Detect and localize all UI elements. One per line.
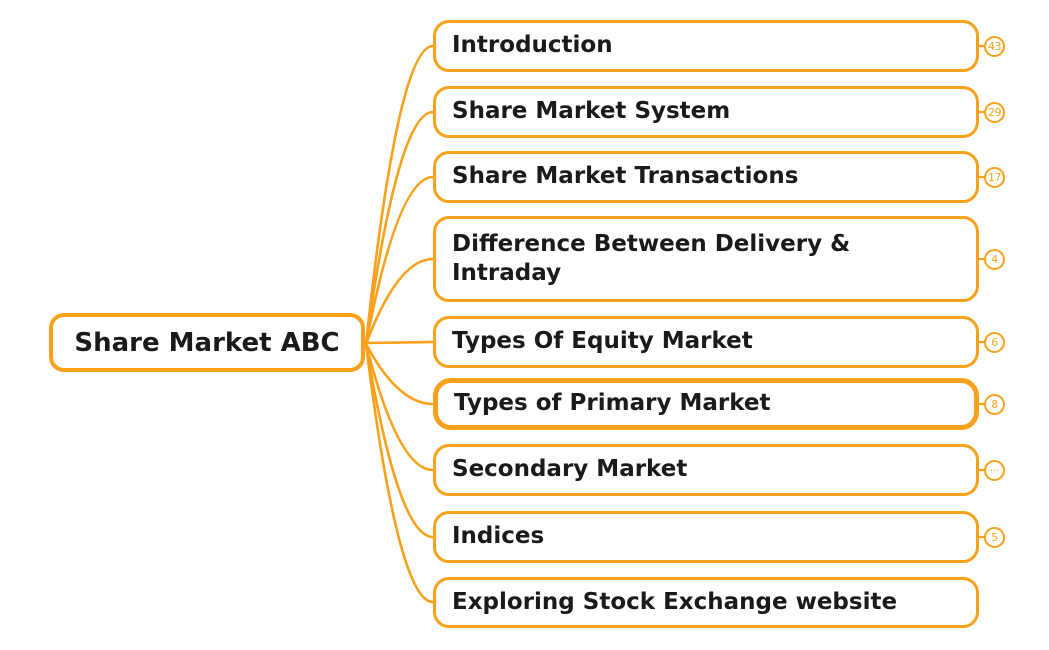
child-count-badge[interactable]: 43: [984, 36, 1005, 57]
connector-line: [364, 110, 434, 345]
connector-line: [364, 257, 434, 345]
mindmap-node-root[interactable]: Share Market ABC: [49, 313, 365, 372]
node-label: Introduction: [452, 32, 613, 59]
mindmap-node-introduction[interactable]: Introduction: [433, 20, 979, 72]
mindmap-node-indices[interactable]: Indices: [433, 511, 979, 563]
child-count-badge[interactable]: 6: [984, 332, 1005, 353]
mindmap-node-types-of-equity-market[interactable]: Types Of Equity Market: [433, 316, 979, 368]
connector-line: [364, 343, 434, 406]
node-label: Difference Between Delivery & Intraday: [452, 230, 851, 286]
branch-curves: [364, 44, 434, 604]
connector-line: [364, 175, 434, 345]
mindmap-node-secondary-market[interactable]: Secondary Market: [433, 444, 979, 496]
root-label: Share Market ABC: [74, 327, 340, 358]
child-count-badge[interactable]: 17: [984, 167, 1005, 188]
child-count-badge[interactable]: 29: [984, 102, 1005, 123]
node-label: Types of Primary Market: [454, 390, 771, 417]
node-label: Indices: [452, 523, 545, 550]
node-label: Secondary Market: [452, 456, 688, 483]
mindmap-node-types-of-primary-market[interactable]: Types of Primary Market: [433, 378, 979, 430]
node-label: Share Market System: [452, 98, 731, 125]
child-count-badge[interactable]: 8: [984, 394, 1005, 415]
badge-stubs: [979, 44, 985, 539]
connector-line: [364, 44, 434, 345]
child-count-badge[interactable]: 5: [984, 527, 1005, 548]
node-label: Types Of Equity Market: [452, 328, 753, 355]
connector-line: [364, 343, 434, 539]
child-count-badge[interactable]: 4: [984, 249, 1005, 270]
child-count-badge[interactable]: ···: [984, 460, 1005, 481]
connector-line: [365, 340, 434, 345]
connector-line: [364, 343, 434, 604]
mindmap-node-share-market-transactions[interactable]: Share Market Transactions: [433, 151, 979, 203]
mindmap-node-share-market-system[interactable]: Share Market System: [433, 86, 979, 138]
connector-line: [364, 343, 434, 472]
node-label: Share Market Transactions: [452, 163, 799, 190]
mindmap-node-difference-delivery-intraday[interactable]: Difference Between Delivery & Intraday: [433, 216, 979, 302]
mindmap-node-exploring-stock-exchange-website[interactable]: Exploring Stock Exchange website: [433, 577, 979, 628]
node-label: Exploring Stock Exchange website: [452, 588, 898, 615]
